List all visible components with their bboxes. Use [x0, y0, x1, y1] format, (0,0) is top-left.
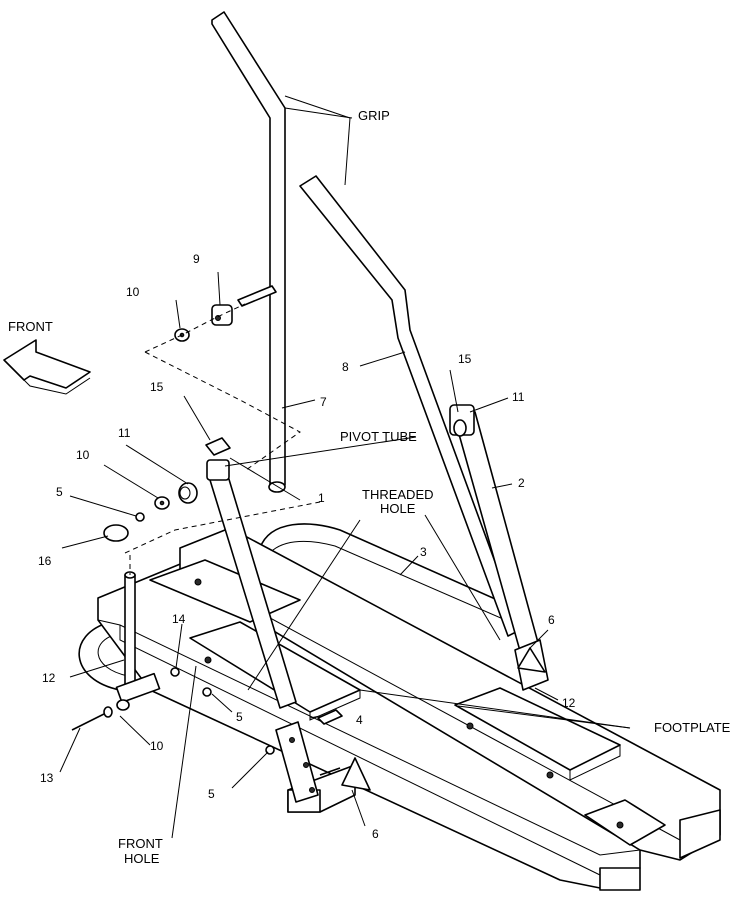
- round-cap: [103, 524, 129, 542]
- callout-2: 2: [518, 476, 525, 490]
- callout-8: 8: [342, 360, 349, 374]
- threaded-hole-label-2: HOLE: [380, 501, 416, 516]
- leader-lines: [59, 95, 631, 839]
- footplate-middle: [454, 687, 621, 781]
- front-label: FRONT: [8, 319, 53, 334]
- callout-11-right: 11: [512, 390, 525, 404]
- callout-9: 9: [193, 252, 200, 266]
- callout-13: 13: [40, 771, 54, 785]
- stop-wedge-rear: [517, 647, 546, 673]
- callout-3: 3: [420, 545, 427, 559]
- callout-15-left: 15: [150, 380, 164, 394]
- callout-6-bottom: 6: [372, 827, 379, 841]
- callout-10-mid: 10: [76, 448, 90, 462]
- clip-4: [317, 709, 343, 725]
- callout-11-left: 11: [118, 426, 131, 440]
- callout-16: 16: [38, 554, 52, 568]
- nut-lower-a: [202, 687, 212, 697]
- callout-1: 1: [318, 491, 325, 505]
- footplate-label: FOOTPLATE: [654, 720, 731, 735]
- callout-4: 4: [356, 713, 363, 727]
- callout-12-right: 12: [562, 696, 576, 710]
- pivot-tube-label: PIVOT TUBE: [340, 429, 417, 444]
- callout-10-bottom: 10: [150, 739, 164, 753]
- callout-5-top: 5: [56, 485, 63, 499]
- front-hole-label-2: HOLE: [124, 851, 160, 866]
- callout-5-mid: 5: [236, 710, 243, 724]
- rear-arm: [449, 404, 549, 691]
- threaded-hole-label-1: THREADED: [362, 487, 434, 502]
- stop-wedge: [319, 757, 371, 791]
- nut-14: [170, 667, 180, 677]
- front-hole-label-1: FRONT: [118, 836, 163, 851]
- callout-7: 7: [320, 395, 327, 409]
- front-grip: [211, 11, 286, 493]
- callout-12-left: 12: [42, 671, 56, 685]
- front-post: [115, 571, 161, 711]
- pivot-spacer: [211, 285, 277, 326]
- bushing: [178, 482, 198, 504]
- nut-upper: [135, 512, 145, 522]
- washer-middle: [154, 496, 170, 510]
- callout-10-top: 10: [126, 285, 140, 299]
- grip-label: GRIP: [358, 108, 390, 123]
- callout-5-bottom: 5: [208, 787, 215, 801]
- callout-14: 14: [172, 612, 186, 626]
- bolt: [71, 706, 113, 731]
- footplate-rear-right: [584, 799, 666, 846]
- callout-6-right: 6: [548, 613, 555, 627]
- callout-15-right: 15: [458, 352, 472, 366]
- front-direction-arrow: [3, 339, 91, 395]
- end-cap-left: [205, 437, 231, 456]
